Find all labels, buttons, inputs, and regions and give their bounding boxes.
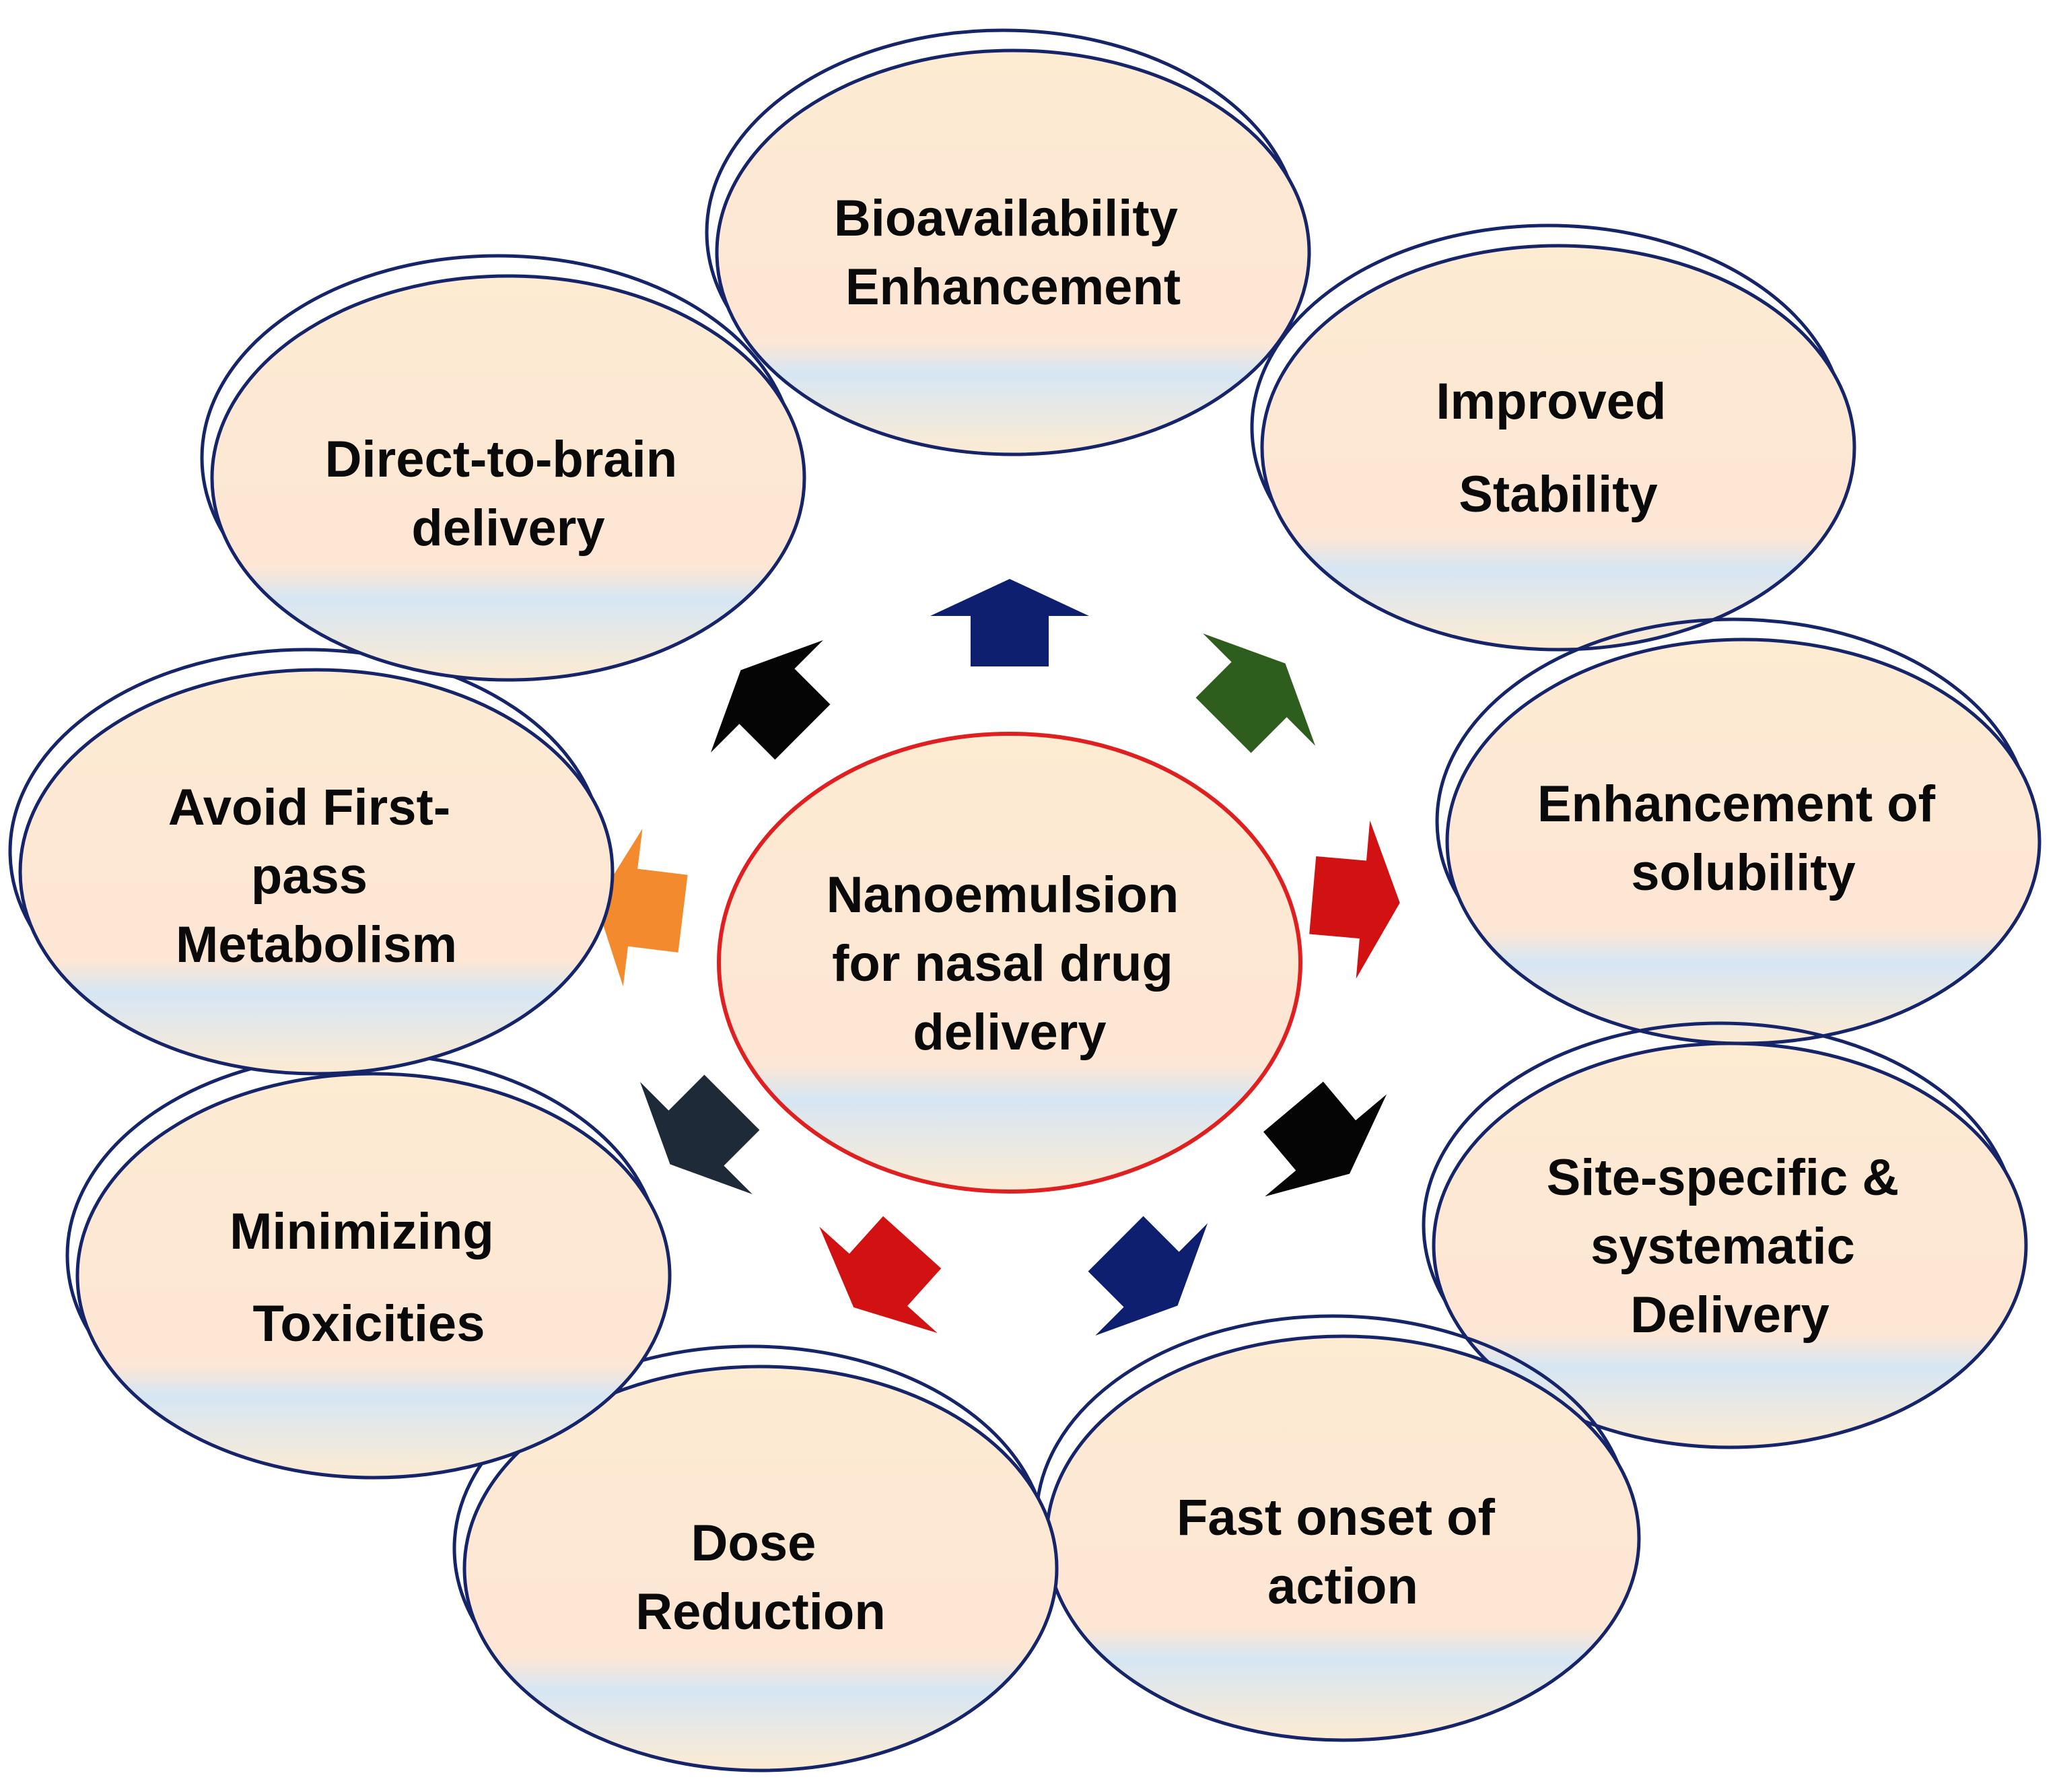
node-label-line: Bioavailability [834, 190, 1178, 247]
arrow-down-right-icon [1263, 1081, 1387, 1197]
node-first-pass: Avoid First- pass Metabolism [8, 648, 615, 1076]
arrow-down-left-icon [639, 1074, 760, 1195]
node-label-line: Toxicities [253, 1295, 485, 1352]
node-label: Enhancement of solubility [1537, 776, 1949, 901]
node-dose-reduction: Dose Reduction [452, 1344, 1059, 1772]
center-label-line: for nasal drug [832, 935, 1173, 992]
node-label-line: Reduction [635, 1583, 886, 1641]
center-label-line: delivery [913, 1004, 1106, 1061]
node-bioavailability: Bioavailability Enhancement [705, 28, 1311, 456]
node-label-line: Avoid First- [168, 779, 450, 836]
node-label-line: solubility [1631, 844, 1856, 901]
node-label-line: Enhancement [845, 259, 1181, 316]
node-label-line: Dose [691, 1515, 816, 1572]
node-label-line: Delivery [1630, 1286, 1829, 1344]
arrow-left-icon [596, 829, 688, 987]
arrow-down-left-icon [819, 1216, 942, 1334]
arrow-right-icon [1309, 820, 1400, 979]
node-label-line: systematic [1591, 1218, 1855, 1275]
node-label: Improved Stability [1436, 373, 1680, 523]
node-direct-to-brain: Direct-to-brain delivery [200, 254, 806, 682]
node-label-line: Metabolism [176, 916, 457, 973]
node-label: Dose Reduction [635, 1515, 886, 1641]
node-label: Fast onset of action [1177, 1489, 1509, 1615]
arrow-up-right-icon [1195, 633, 1316, 753]
node-label-line: Site-specific & [1547, 1149, 1899, 1206]
center-label: Nanoemulsion for nasal drug delivery [827, 866, 1193, 1061]
arrow-up-left-icon [710, 640, 831, 760]
node-label: Avoid First- pass Metabolism [168, 779, 465, 973]
node-site-specific: Site-specific & systematic Delivery [1422, 1021, 2028, 1449]
node-label-line: delivery [411, 499, 604, 557]
arrow-up-icon [930, 579, 1089, 666]
node-stability: Improved Stability [1250, 223, 1856, 652]
center-node: Nanoemulsion for nasal drug delivery [717, 732, 1302, 1194]
node-solubility: Enhancement of solubility [1435, 617, 2041, 1045]
arrow-down-right-icon [1088, 1216, 1208, 1336]
node-label-line: action [1267, 1558, 1418, 1615]
node-label-line: pass [251, 848, 368, 905]
node-label: Minimizing Toxicities [230, 1203, 508, 1352]
node-label-line: Fast onset of [1177, 1489, 1496, 1546]
node-label-line: Stability [1459, 466, 1658, 523]
node-toxicities: Minimizing Toxicities [65, 1052, 672, 1480]
node-label: Bioavailability Enhancement [834, 190, 1192, 316]
node-label-line: Enhancement of [1537, 776, 1936, 833]
node-label-line: Improved [1436, 373, 1666, 430]
node-label: Site-specific & systematic Delivery [1547, 1149, 1914, 1344]
arrow-ring [596, 579, 1400, 1336]
center-label-line: Nanoemulsion [827, 866, 1179, 924]
node-label-line: Direct-to-brain [325, 431, 678, 488]
node-label: Direct-to-brain delivery [325, 431, 692, 557]
node-fast-onset: Fast onset of action [1035, 1314, 1641, 1742]
node-label-line: Minimizing [230, 1203, 494, 1260]
